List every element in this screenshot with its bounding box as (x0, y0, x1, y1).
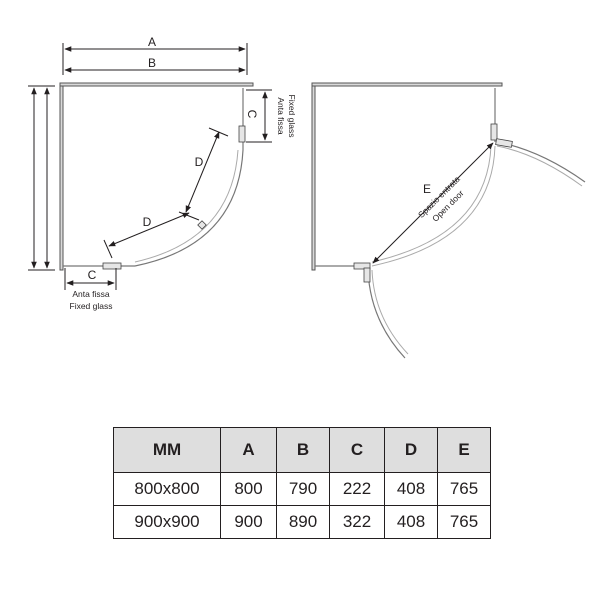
door-handle (197, 220, 207, 230)
table-cell: 800 (220, 472, 277, 506)
right-hinge (238, 125, 246, 143)
dimension-d-upper-label: D (195, 155, 204, 169)
fixed-glass-bottom-it: Anta fissa (72, 289, 110, 299)
right-top-wall (311, 82, 503, 87)
dimension-d-lower-line (108, 212, 190, 247)
table-cell: 900 (220, 505, 277, 539)
left-back-wall (59, 82, 64, 271)
table-row: 800x800 800 790 222 408 765 (113, 472, 491, 506)
dimension-c-bottom-label: C (88, 268, 97, 282)
dimension-d-upper-line (185, 131, 220, 213)
bottom-hinge (102, 262, 122, 270)
dimension-a-label: A (148, 35, 156, 49)
dimension-c-right-label: C (245, 110, 259, 119)
table-cell: 222 (329, 472, 385, 506)
fixed-glass-bottom-en: Fixed glass (70, 301, 113, 311)
table-header-d: D (384, 427, 438, 473)
open-door-leaf-right-inner (496, 145, 583, 187)
open-door-leaf-left-inner (371, 269, 409, 355)
right-view-hinge-top (490, 123, 498, 141)
curved-door-outer (134, 149, 244, 267)
table-cell: 800x800 (113, 472, 221, 506)
fixed-glass-right-en: Fixed glass (287, 95, 297, 138)
open-door-handle-left (363, 267, 371, 283)
open-door-leaf-right (496, 141, 586, 183)
right-back-wall (311, 82, 316, 271)
open-door-handle-right (495, 138, 513, 148)
table-header-e: E (437, 427, 491, 473)
table-cell: 322 (329, 505, 385, 539)
right-open-door-view: E Spazio entrata Open door (311, 82, 586, 359)
table-cell: 408 (384, 472, 438, 506)
table-row: 900x900 900 890 322 408 765 (113, 505, 491, 539)
table-cell: 790 (276, 472, 330, 506)
curved-door-inner (134, 149, 239, 263)
table-header-mm: MM (113, 427, 221, 473)
table-header-row: MM A B C D E (113, 427, 491, 473)
table-cell: 900x900 (113, 505, 221, 539)
dimension-b-label: B (148, 56, 156, 70)
fixed-glass-right-it: Anta fissa (276, 97, 286, 135)
table-cell: 890 (276, 505, 330, 539)
left-top-wall (59, 82, 254, 87)
dimension-e-line (372, 142, 494, 264)
table-header-b: B (276, 427, 330, 473)
table-header-c: C (329, 427, 385, 473)
table-cell: 765 (437, 505, 491, 539)
dimension-e-label: E (423, 182, 431, 196)
dimensions-table: MM A B C D E 800x800 800 790 222 408 765… (113, 427, 491, 539)
dimension-d-lower-label: D (143, 215, 152, 229)
table-header-a: A (220, 427, 277, 473)
table-cell: 765 (437, 472, 491, 506)
right-view-hinge-bottom (353, 262, 371, 270)
left-plan-view: A B C Anta fissa Fixed glass D D (28, 35, 297, 311)
table-cell: 408 (384, 505, 438, 539)
